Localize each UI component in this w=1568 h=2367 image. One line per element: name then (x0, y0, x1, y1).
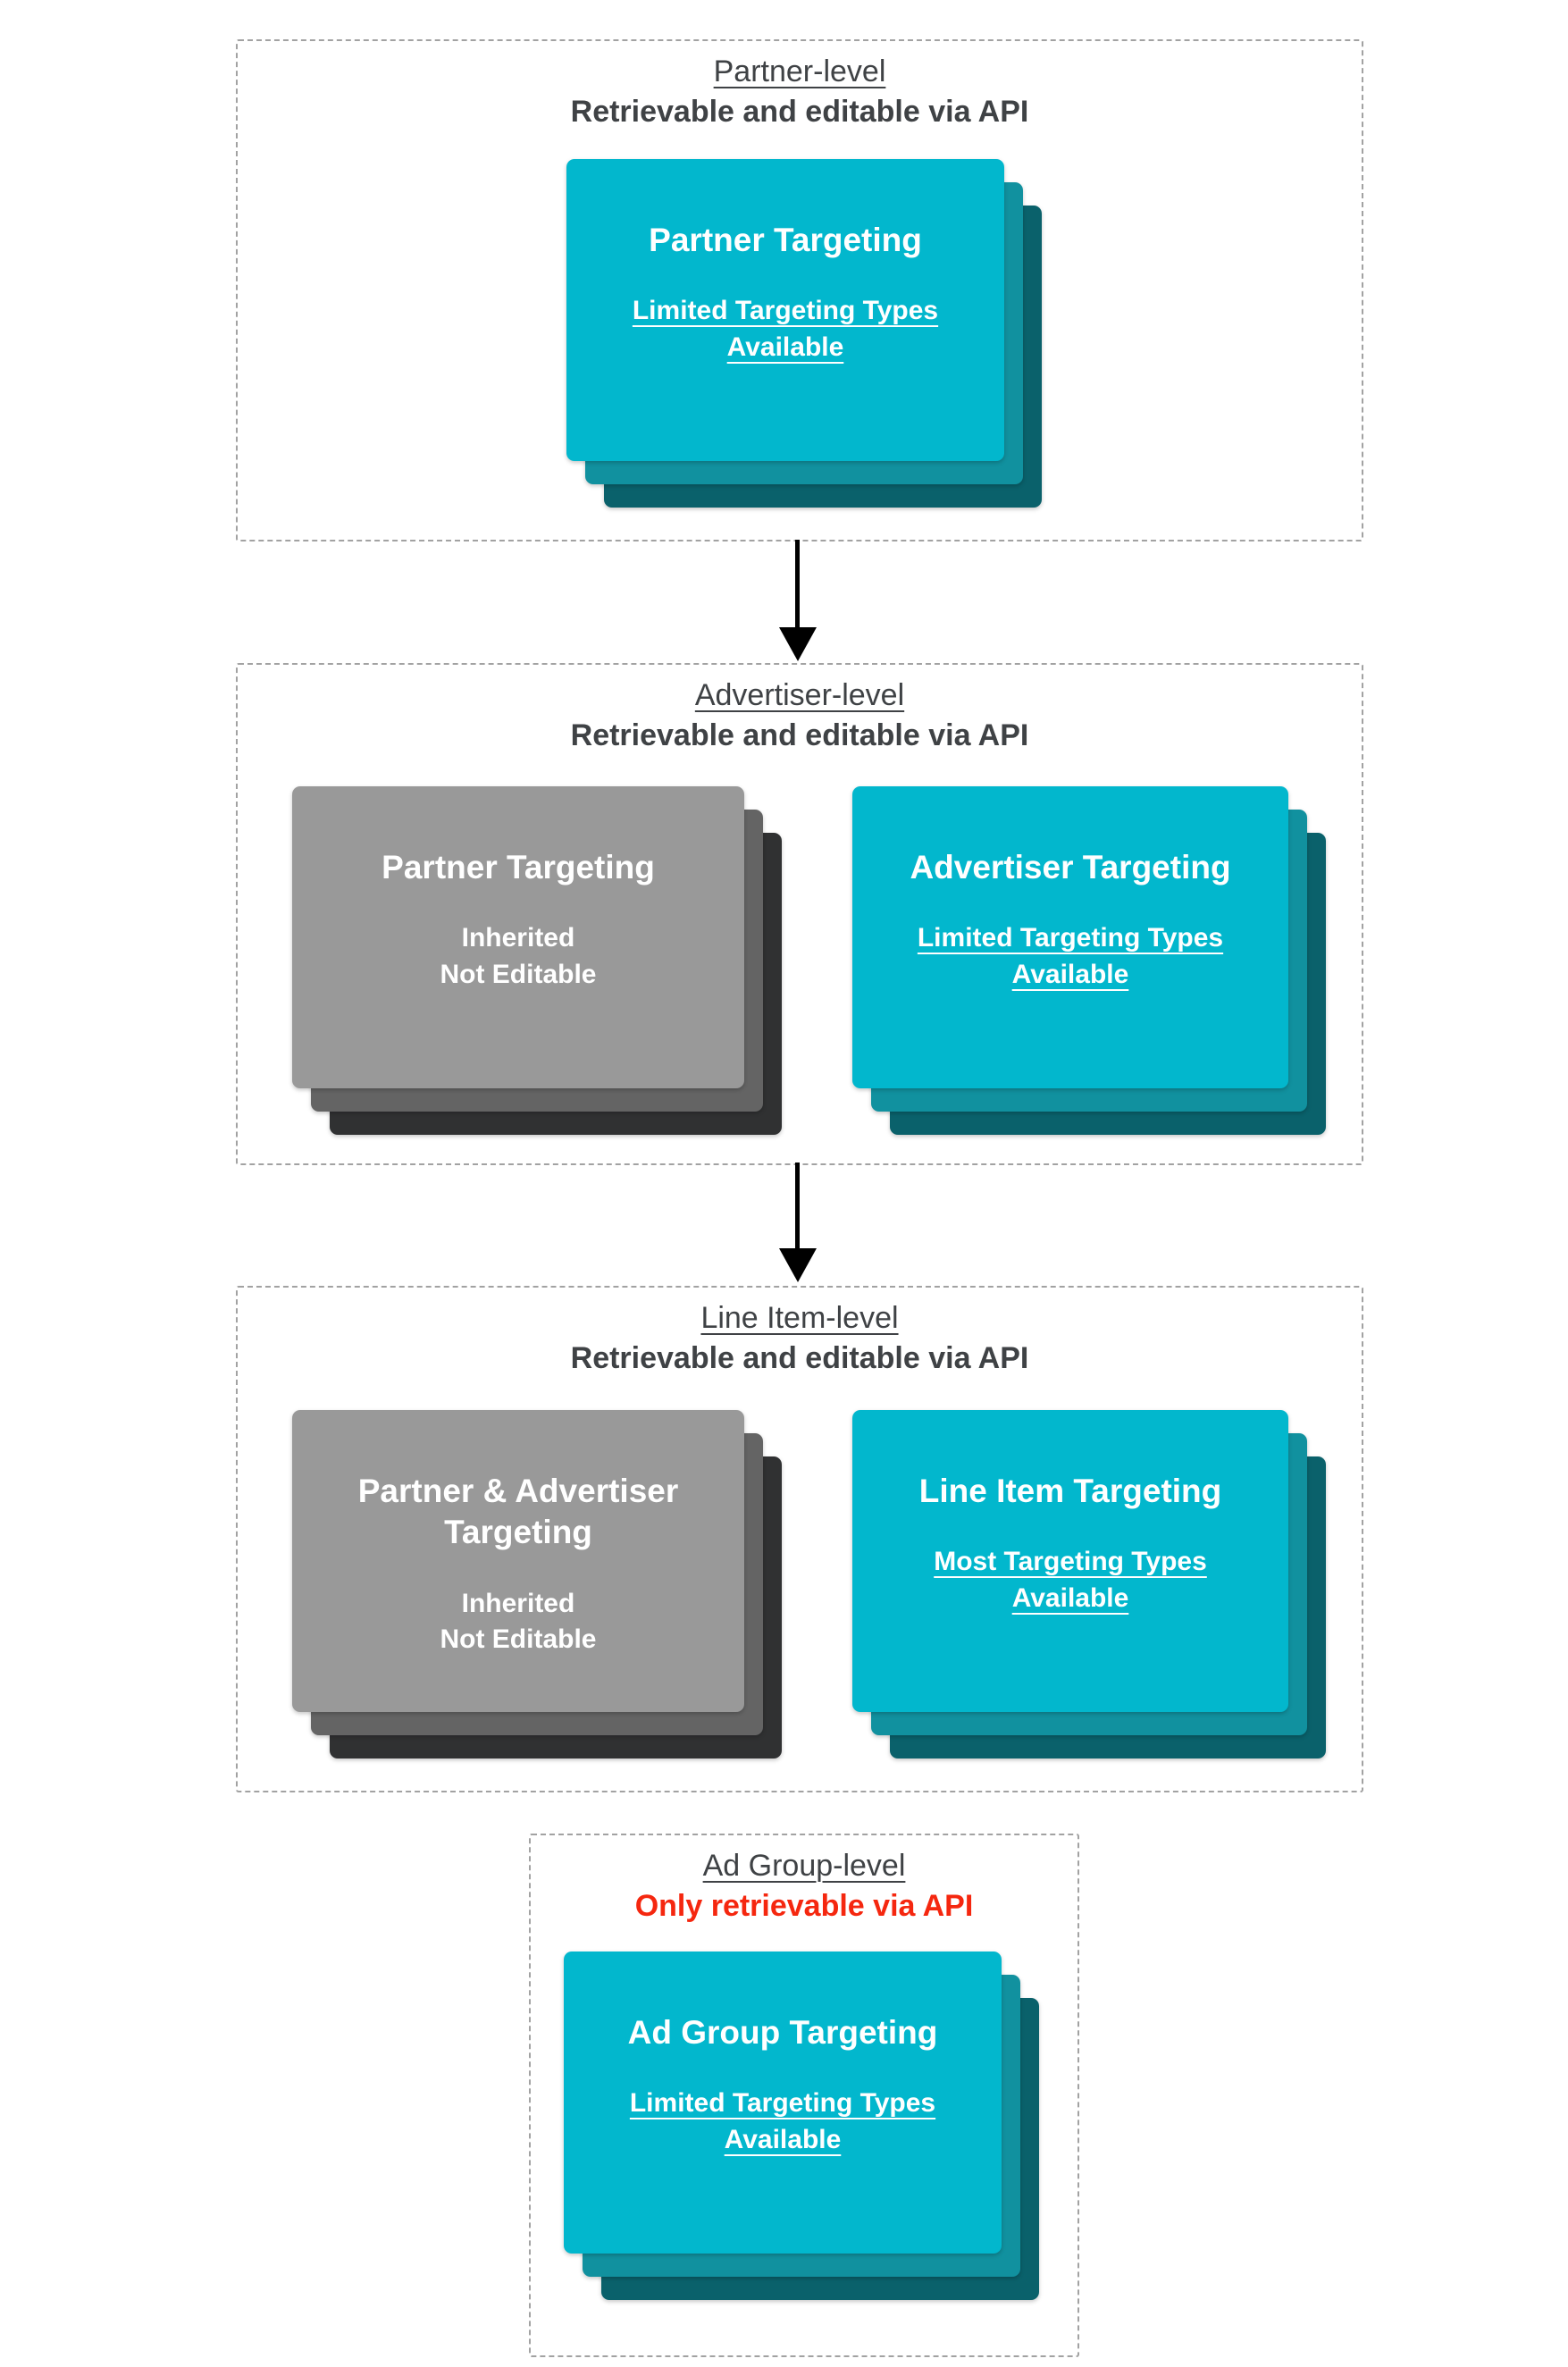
card-subtext-line: Not Editable (440, 1624, 597, 1654)
down-arrow-icon (795, 540, 800, 629)
card-subtext: Inherited Not Editable (440, 1586, 596, 1658)
section-subtitle: Retrievable and editable via API (570, 718, 1029, 752)
card-title: Partner Targeting (649, 222, 922, 258)
section-title: Partner-level (713, 55, 886, 88)
card-stack-inherited-partner-advertiser-targeting: Partner & Advertiser Targeting Inherited… (292, 1410, 782, 1758)
section-title: Ad Group-level (702, 1849, 906, 1883)
section-subtitle-red: Only retrievable via API (634, 1888, 974, 1923)
card-subtext-line: Available (726, 332, 844, 362)
advertiser-targeting-card: Advertiser Targeting Limited Targeting T… (852, 786, 1288, 1088)
section-title: Advertiser-level (694, 678, 905, 712)
card-subtext-line: Limited Targeting Types (917, 923, 1224, 953)
ad-group-targeting-card: Ad Group Targeting Limited Targeting Typ… (564, 1952, 1002, 2254)
card-title: Partner Targeting (382, 849, 655, 886)
section-header: Advertiser-level Retrievable and editabl… (238, 676, 1362, 756)
card-subtext-line: Not Editable (440, 959, 597, 989)
down-arrow-head-icon (779, 627, 817, 661)
card-title: Partner & Advertiser Targeting (357, 1473, 679, 1551)
section-header: Ad Group-level Only retrievable via API (531, 1846, 1077, 1926)
card-stack-advertiser-targeting: Advertiser Targeting Limited Targeting T… (852, 786, 1326, 1135)
line-item-targeting-card: Line Item Targeting Most Targeting Types… (852, 1410, 1288, 1712)
card-subtext-line: Inherited (461, 923, 575, 953)
card-stack-ad-group-targeting: Ad Group Targeting Limited Targeting Typ… (564, 1952, 1039, 2300)
partner-targeting-card: Partner Targeting Limited Targeting Type… (566, 159, 1004, 461)
card-stack-partner-targeting: Partner Targeting Limited Targeting Type… (566, 159, 1042, 508)
card-subtext: Most Targeting Types Available (934, 1544, 1207, 1616)
card-subtext: Inherited Not Editable (440, 920, 596, 993)
card-subtext-line: Limited Targeting Types (632, 296, 939, 326)
card-stack-inherited-partner-targeting: Partner Targeting Inherited Not Editable (292, 786, 782, 1135)
down-arrow-icon (795, 1163, 800, 1250)
card-subtext: Limited Targeting Types Available (918, 920, 1223, 993)
card-subtext-line: Most Targeting Types (934, 1547, 1207, 1577)
section-header: Line Item-level Retrievable and editable… (238, 1298, 1362, 1379)
section-title: Line Item-level (700, 1301, 899, 1335)
card-stack-line-item-targeting: Line Item Targeting Most Targeting Types… (852, 1410, 1326, 1758)
section-advertiser-level: Advertiser-level Retrievable and editabl… (236, 663, 1363, 1165)
inherited-partner-targeting-card: Partner Targeting Inherited Not Editable (292, 786, 744, 1088)
card-subtext-line: Available (1011, 959, 1129, 989)
down-arrow-head-icon (779, 1248, 817, 1282)
section-partner-level: Partner-level Retrievable and editable v… (236, 39, 1363, 541)
inherited-partner-advertiser-targeting-card: Partner & Advertiser Targeting Inherited… (292, 1410, 744, 1712)
section-subtitle: Retrievable and editable via API (570, 94, 1029, 129)
card-title: Advertiser Targeting (910, 849, 1231, 886)
card-title: Ad Group Targeting (627, 2014, 938, 2051)
section-line-item-level: Line Item-level Retrievable and editable… (236, 1286, 1363, 1792)
card-subtext: Limited Targeting Types Available (630, 2086, 935, 2158)
card-subtext-line: Limited Targeting Types (629, 2088, 936, 2119)
card-subtext-line: Inherited (461, 1588, 575, 1618)
card-subtext: Limited Targeting Types Available (633, 293, 938, 365)
card-title: Line Item Targeting (918, 1473, 1222, 1509)
section-ad-group-level: Ad Group-level Only retrievable via API (529, 1834, 1079, 2357)
card-subtext-line: Available (1011, 1582, 1129, 1613)
section-subtitle: Retrievable and editable via API (570, 1340, 1029, 1375)
section-header: Partner-level Retrievable and editable v… (238, 52, 1362, 132)
card-subtext-line: Available (724, 2124, 842, 2154)
